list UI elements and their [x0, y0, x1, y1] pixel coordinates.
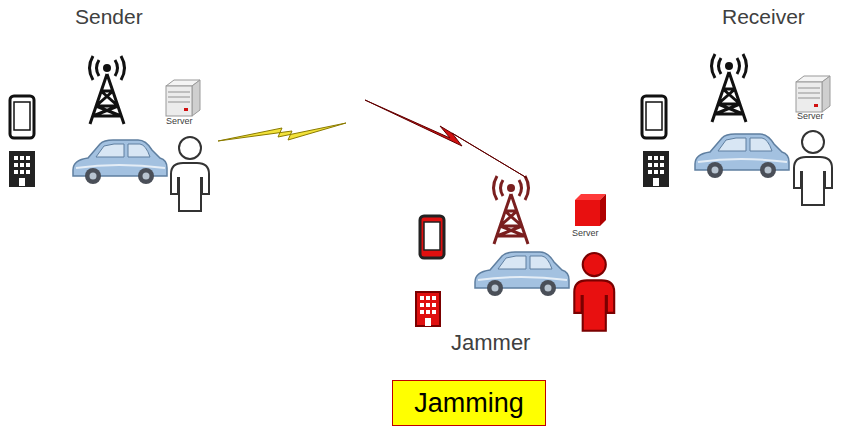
- server-label: Server: [572, 229, 599, 239]
- signal-bolt: [218, 123, 346, 141]
- tower-icon: [712, 54, 747, 122]
- phone-icon: [10, 96, 34, 138]
- callout-box: Jamming: [392, 380, 546, 426]
- server-icon: [575, 194, 606, 226]
- server-label: Server: [166, 117, 193, 127]
- tower-icon: [90, 56, 125, 124]
- car-icon: [73, 140, 167, 184]
- car-icon: [695, 134, 789, 178]
- person-icon: [794, 131, 832, 205]
- callout-text: Jamming: [414, 388, 524, 419]
- building-icon: [416, 292, 440, 326]
- tower-icon: [494, 176, 529, 244]
- server-icon: [796, 76, 830, 112]
- group-title: Receiver: [722, 5, 805, 28]
- building-icon: [10, 152, 34, 186]
- group-title: Jammer: [451, 331, 530, 355]
- server-icon: [166, 80, 200, 116]
- jamming-bolt: [365, 100, 527, 178]
- phone-icon: [420, 216, 444, 258]
- group-title: Sender: [75, 5, 143, 28]
- server-label: Server: [797, 112, 824, 122]
- person-icon: [574, 253, 614, 331]
- building-icon: [644, 152, 668, 186]
- car-icon: [475, 252, 569, 296]
- phone-icon: [642, 96, 666, 138]
- person-icon: [171, 137, 209, 211]
